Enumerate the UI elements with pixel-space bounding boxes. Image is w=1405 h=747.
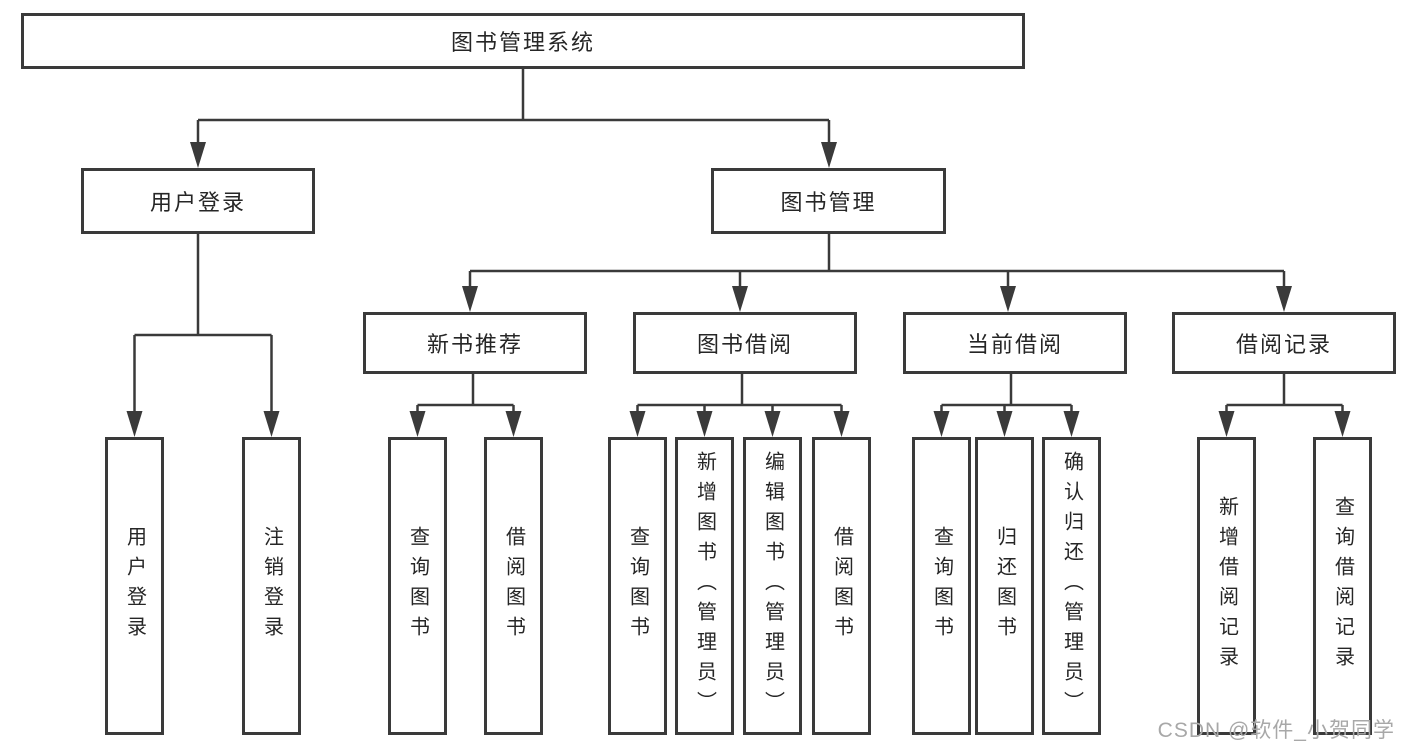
arrowhead-icon xyxy=(263,411,280,437)
arrowhead-icon xyxy=(696,411,713,437)
node-user-login: 用户登录 xyxy=(81,168,315,234)
arrowhead-icon xyxy=(1276,286,1292,312)
node-book-management: 图书管理 xyxy=(711,168,946,234)
leaf-add-book-admin: 新增图书（管理员） xyxy=(675,437,734,735)
arrowhead-icon xyxy=(1218,411,1235,437)
watermark: CSDN @软件_小贺同学 xyxy=(1157,719,1395,742)
leaf-return-book: 归还图书 xyxy=(975,437,1034,735)
leaf-confirm-return-admin: 确认归还（管理员） xyxy=(1042,437,1101,735)
arrowhead-icon xyxy=(821,142,837,168)
edges-current-borrowing xyxy=(933,374,1080,437)
leaf-edit-book-admin: 编辑图书（管理员） xyxy=(743,437,802,735)
leaf-logout: 注销登录 xyxy=(242,437,301,735)
arrowhead-icon xyxy=(764,411,781,437)
arrowhead-icon xyxy=(1334,411,1351,437)
leaf-add-borrow-record: 新增借阅记录 xyxy=(1197,437,1256,735)
arrowhead-icon xyxy=(190,142,206,168)
arrowhead-icon xyxy=(126,411,143,437)
leaf-query-books-borrow: 查询图书 xyxy=(608,437,667,735)
edges-user-login xyxy=(126,234,280,437)
leaf-query-borrow-record: 查询借阅记录 xyxy=(1313,437,1372,735)
arrowhead-icon xyxy=(1000,286,1016,312)
edge-lines xyxy=(196,69,831,144)
edge-lines xyxy=(1225,374,1344,413)
leaf-borrow-books-recommend: 借阅图书 xyxy=(484,437,543,735)
leaf-query-books-current: 查询图书 xyxy=(912,437,971,735)
arrowhead-icon xyxy=(1063,411,1080,437)
arrowhead-icon xyxy=(462,286,478,312)
edge-lines xyxy=(940,374,1073,413)
arrowhead-icon xyxy=(833,411,850,437)
edge-lines xyxy=(133,234,273,413)
leaf-borrow-books-borrow: 借阅图书 xyxy=(812,437,871,735)
edge-lines xyxy=(416,374,515,413)
node-new-book-recommendation: 新书推荐 xyxy=(363,312,587,374)
arrowhead-icon xyxy=(732,286,748,312)
arrowhead-icon xyxy=(629,411,646,437)
arrowhead-icon xyxy=(409,411,426,437)
edge-lines xyxy=(468,234,1286,290)
edges-borrowing-records xyxy=(1218,374,1351,437)
edge-lines xyxy=(636,374,843,413)
leaf-user-login: 用户登录 xyxy=(105,437,164,735)
arrowhead-icon xyxy=(505,411,522,437)
edges-book-borrowing xyxy=(629,374,850,437)
edges-root xyxy=(190,69,837,168)
arrowhead-icon xyxy=(996,411,1013,437)
edges-book-management xyxy=(462,234,1292,312)
edges-new-book-recommendation xyxy=(409,374,522,437)
node-borrowing-records: 借阅记录 xyxy=(1172,312,1396,374)
node-library-system: 图书管理系统 xyxy=(21,13,1025,69)
node-current-borrowing: 当前借阅 xyxy=(903,312,1127,374)
arrowhead-icon xyxy=(933,411,950,437)
node-book-borrowing: 图书借阅 xyxy=(633,312,857,374)
leaf-query-books-recommend: 查询图书 xyxy=(388,437,447,735)
